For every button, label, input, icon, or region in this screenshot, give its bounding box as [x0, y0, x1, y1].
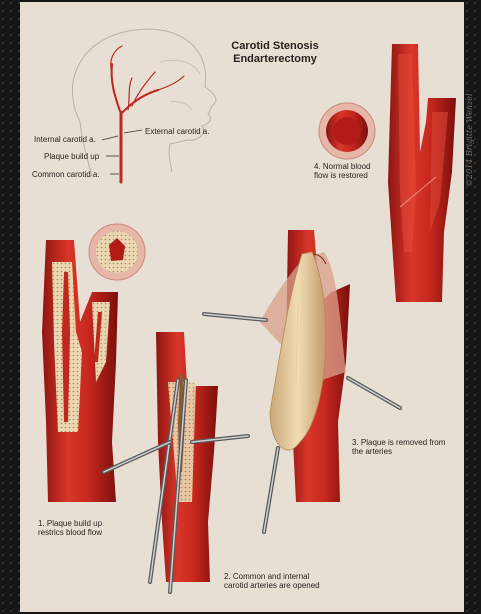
step-1-line-2: restrics blood flow: [38, 528, 102, 537]
step-4-line-1: 4. Normal blood: [314, 162, 370, 171]
step-3-line-2: the arteries: [352, 447, 445, 456]
step-1-line-1: 1. Plaque build up: [38, 519, 102, 528]
title-line-1: Carotid Stenosis: [200, 40, 350, 53]
step-1-caption: 1. Plaque build up restrics blood flow: [38, 519, 102, 537]
artist-signature: ©2014 Brigitte Wenzel: [465, 93, 474, 187]
normal-artery-cross-section: [319, 103, 375, 159]
title-line-2: Endarterectomy: [200, 53, 350, 66]
plaque-narrowed-artery: [42, 240, 118, 502]
step-2-caption: 2. Common and internal carotid arteries …: [224, 572, 320, 590]
head-carotid-vessels: [111, 46, 184, 182]
plaque-buildup-label: Plaque build up: [44, 152, 99, 161]
external-carotid-label: External carotid a.: [145, 127, 209, 136]
step-2-line-2: carotid arteries are opened: [224, 581, 320, 590]
internal-carotid-label: Internal carotid a.: [34, 135, 96, 144]
restored-artery: [388, 44, 456, 302]
step-4-caption: 4. Normal blood flow is restored: [314, 162, 370, 180]
step-4-line-2: flow is restored: [314, 171, 370, 180]
plaque-removal-artery: [260, 230, 350, 502]
stenosis-cross-section: [89, 224, 145, 280]
common-carotid-label: Common carotid a.: [32, 170, 100, 179]
step-3-caption: 3. Plaque is removed from the arteries: [352, 438, 445, 456]
step-2-line-1: 2. Common and internal: [224, 572, 320, 581]
step-3-line-1: 3. Plaque is removed from: [352, 438, 445, 447]
opened-artery: [156, 332, 218, 582]
illustration-panel: Carotid Stenosis Endarterectomy Internal…: [20, 2, 464, 612]
diagram-title: Carotid Stenosis Endarterectomy: [200, 40, 350, 66]
